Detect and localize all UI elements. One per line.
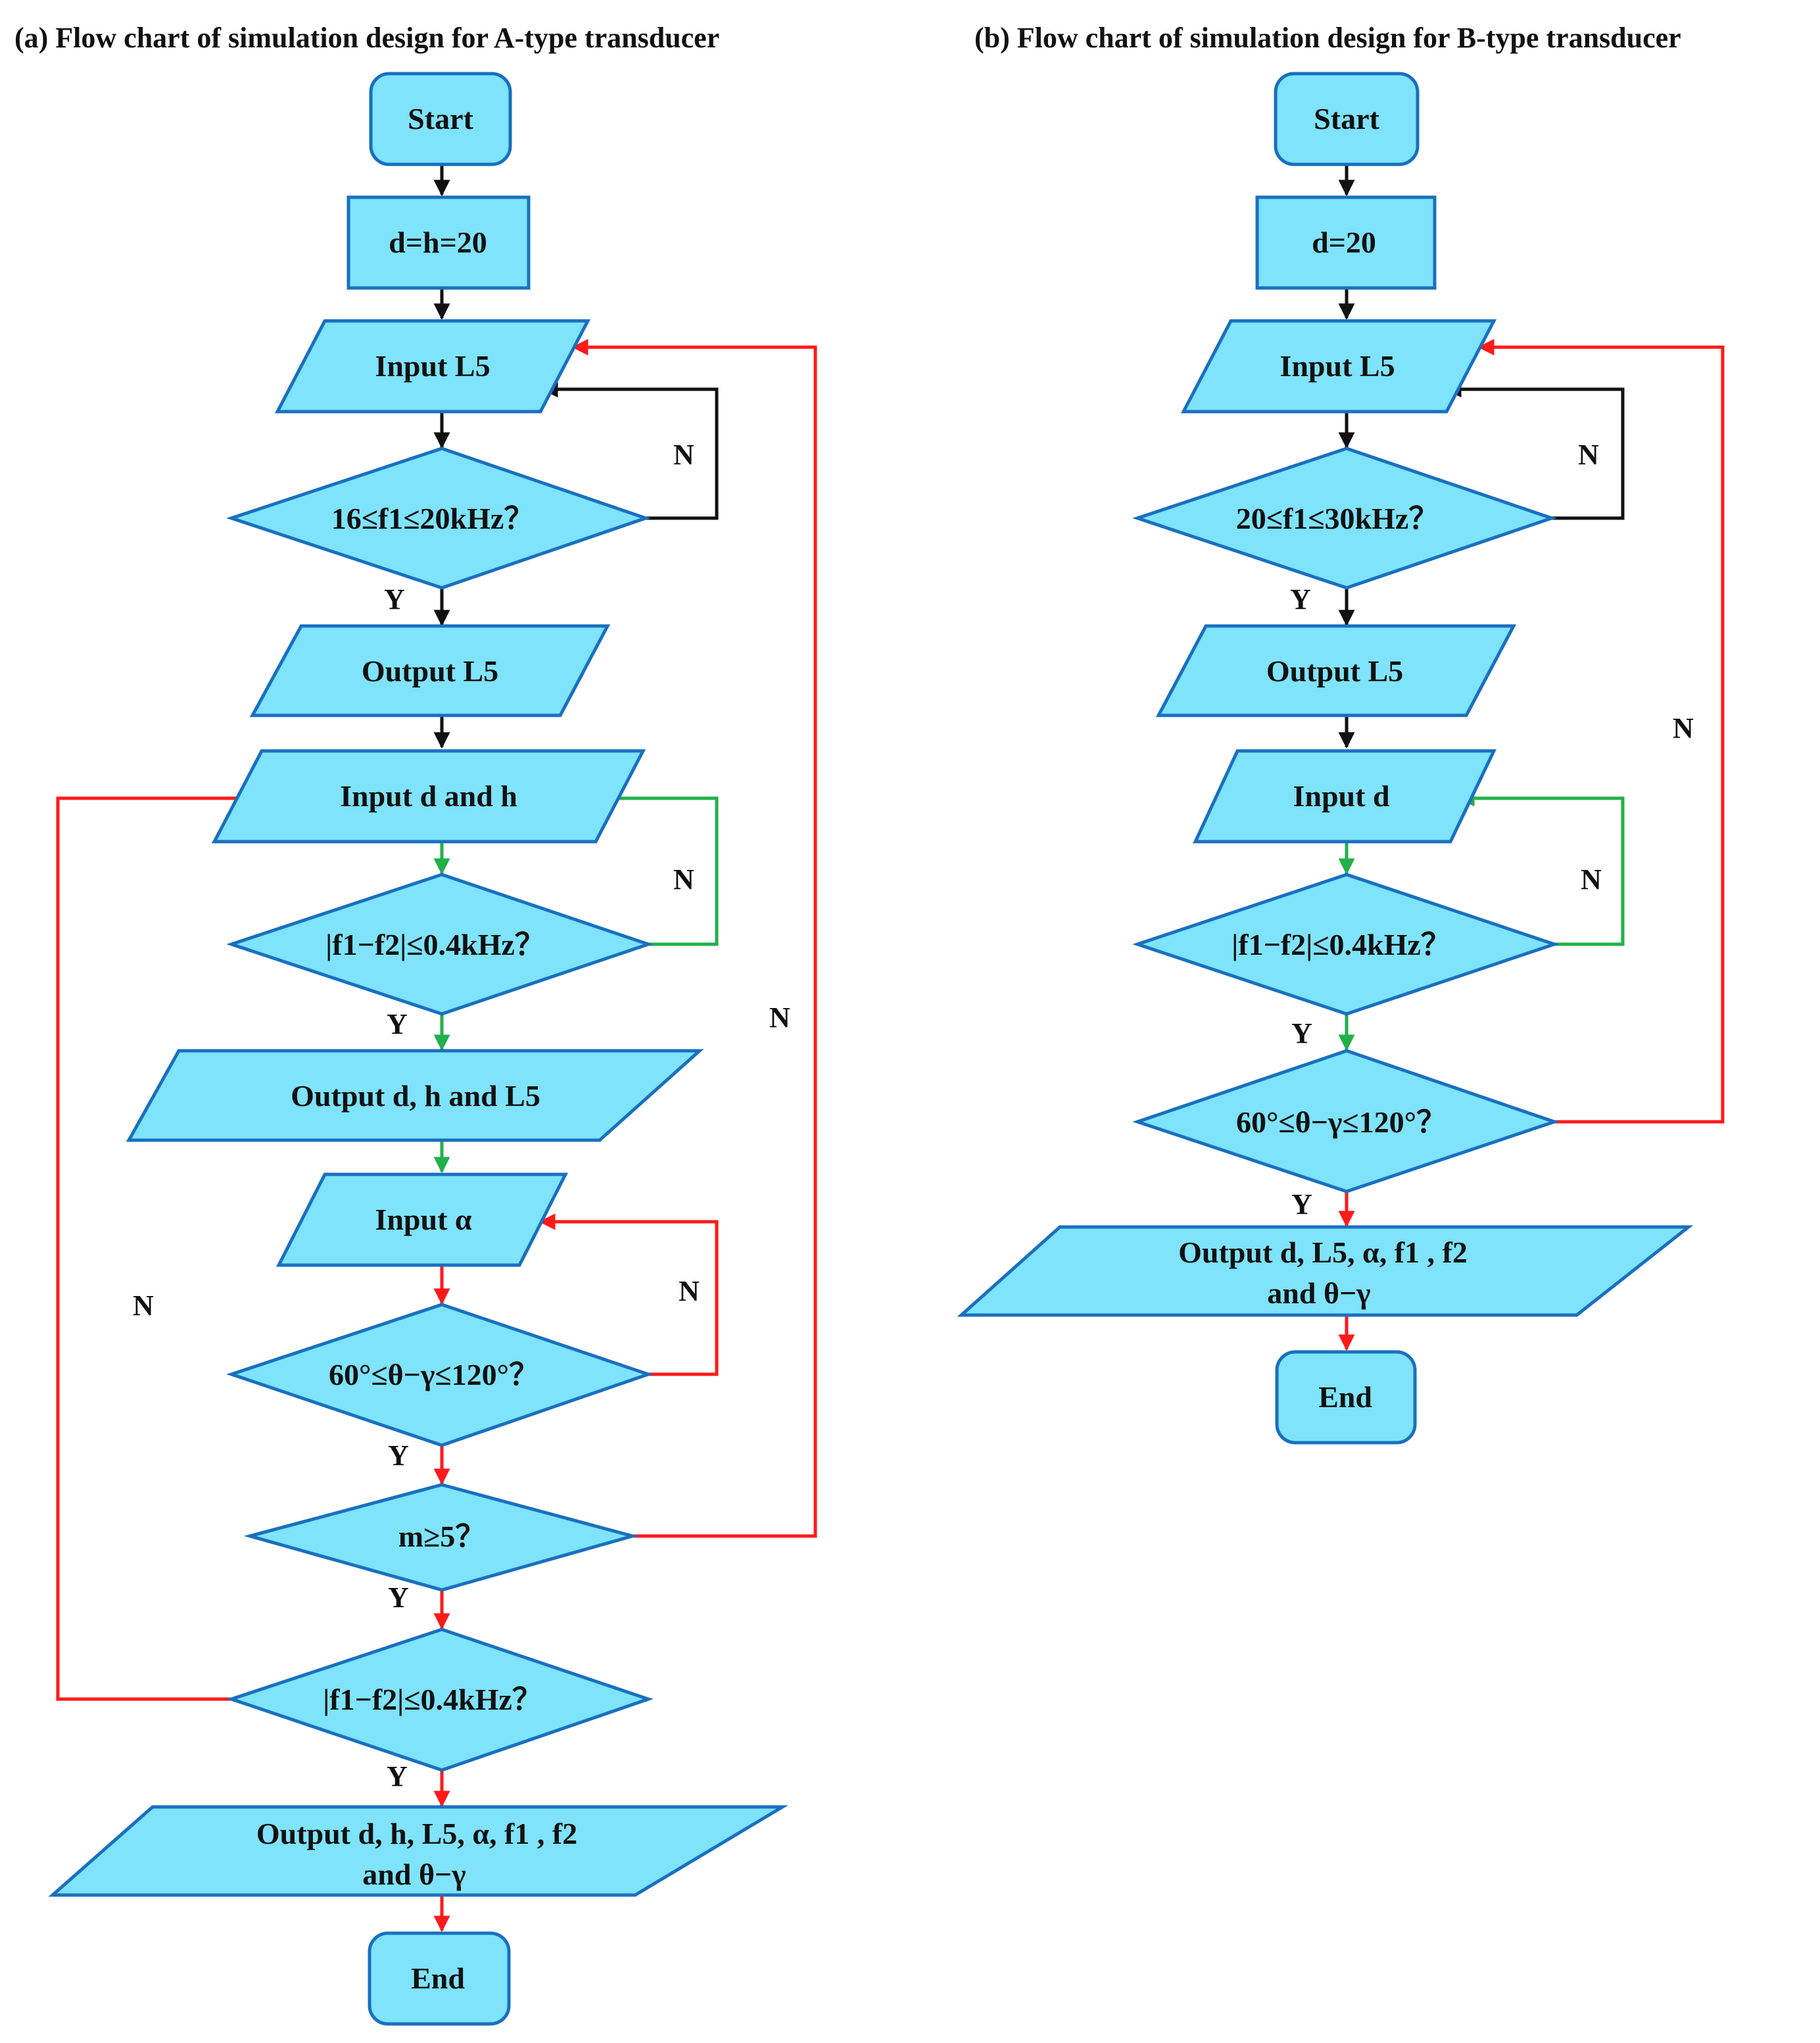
panel-b-output-l5-text: Output L5 (1266, 654, 1403, 688)
panel-a: (a) Flow chart of simulation design for … (14, 22, 817, 2026)
panel-a-start-text: Start (408, 102, 473, 135)
loop-cond-f1-no (541, 381, 719, 520)
loop-cond-angle-no (539, 1213, 719, 1376)
panel-b-output-all-io (957, 1225, 1694, 1317)
panel-a-input-dh-text: Input d and h (340, 779, 517, 813)
panel-b-init-process (1255, 195, 1437, 290)
loop-b-cond-f1-no (1445, 381, 1625, 520)
panel-a-input-alpha-text: Input α (375, 1203, 471, 1236)
panel-a-output-all-io (48, 1805, 789, 1897)
panel-a-connectors-red (56, 339, 817, 1933)
panel-a-start-terminal (369, 72, 512, 166)
panel-a-label-y3: Y (388, 1439, 409, 1472)
panel-a-init-text: d=h=20 (389, 226, 487, 259)
panel-b-connectors-black (1338, 164, 1625, 749)
panel-a-connectors-green (433, 790, 719, 1174)
panel-b-cond-df-decision (1132, 873, 1560, 1016)
panel-b-start-terminal (1274, 72, 1420, 166)
panel-a-cond-m-decision (243, 1483, 639, 1592)
panel-b-init-text: d=20 (1312, 226, 1376, 259)
panel-b-label-y1: Y (1290, 583, 1311, 615)
panel-b-input-l5-io (1180, 319, 1497, 414)
panel-a-label-n5: N (133, 1289, 154, 1322)
panel-a-label-n4: N (769, 1001, 790, 1034)
panel-a-cond-df-text: |f1−f2|≤0.4kHz？ (325, 928, 545, 961)
panel-a-title: (a) Flow chart of simulation design for … (14, 22, 719, 54)
panel-a-init-process (347, 195, 531, 290)
panel-a-cond-df2-text: |f1−f2|≤0.4kHz？ (323, 1683, 542, 1716)
panel-a-input-dh-io (211, 749, 646, 844)
panel-b-end-terminal (1275, 1350, 1417, 1445)
panel-a-node-labels: Start d=h=20 Input L5 16≤f1≤20kHz？ Outpu… (256, 102, 577, 1995)
panel-b-label-y3: Y (1291, 1188, 1312, 1220)
panel-a-output-l5-text: Output L5 (362, 654, 498, 688)
panel-a-output-l5-io (249, 624, 611, 717)
panel-a-cond-f1-text: 16≤f1≤20kHz？ (331, 502, 535, 535)
loop-cond-m-no (571, 339, 817, 1538)
panel-a-label-y4: Y (388, 1581, 409, 1614)
loop-cond-df-no (594, 790, 719, 946)
panel-a-label-y2: Y (387, 1008, 408, 1040)
panel-b-label-n2: N (1581, 863, 1602, 896)
panel-a-cond-m-text: m≥5？ (398, 1520, 486, 1553)
panel-a-label-n3: N (679, 1275, 700, 1307)
panel-b-input-d-io (1193, 749, 1497, 844)
loop-b-cond-df-no (1458, 790, 1625, 946)
panel-b-node-labels: Start d=20 Input L5 20≤f1≤30kHz？ Output … (1178, 102, 1468, 1414)
panel-a-label-y5: Y (387, 1760, 408, 1792)
panel-b-cond-f1-decision (1132, 446, 1557, 590)
panel-a-input-l5-io (274, 319, 591, 414)
panel-b-cond-angle-decision (1132, 1049, 1560, 1193)
panel-b: (b) Flow chart of simulation design for … (957, 22, 1725, 1445)
panel-a-input-alpha-io (275, 1172, 569, 1267)
panel-b-cond-df-text: |f1−f2|≤0.4kHz？ (1232, 928, 1451, 961)
panel-a-input-l5-text: Input L5 (375, 349, 490, 383)
panel-b-end-text: End (1318, 1380, 1372, 1414)
panel-a-cond-df-decision (226, 873, 654, 1016)
panel-b-output-all-text-line1: Output d, L5, α, f1 , f2 (1178, 1236, 1468, 1269)
panel-a-cond-df2-decision (226, 1627, 654, 1772)
panel-b-branch-labels: N Y N Y N Y (1290, 439, 1694, 1220)
panel-a-cond-f1-decision (226, 446, 651, 590)
panel-a-end-terminal (368, 1931, 511, 2026)
panel-b-connectors-green (1338, 790, 1625, 1051)
panel-b-output-all-text-line2: and θ−γ (1267, 1276, 1370, 1310)
panel-b-label-n1: N (1578, 439, 1599, 471)
panel-b-input-d-text: Input d (1293, 779, 1389, 813)
panel-a-output-all-text-line2: and θ−γ (362, 1858, 466, 1891)
panel-b-title: (b) Flow chart of simulation design for … (974, 22, 1681, 54)
loop-cond-df2-no (56, 790, 260, 1701)
panel-a-label-y1: Y (384, 583, 405, 615)
panel-b-label-n3: N (1673, 712, 1694, 744)
panel-b-cond-angle-text: 60°≤θ−γ≤120°？ (1236, 1105, 1447, 1139)
panel-b-input-l5-text: Input L5 (1280, 349, 1395, 383)
panel-a-cond-angle-text: 60°≤θ−γ≤120°？ (329, 1358, 539, 1391)
panel-a-output-dhl5-io (126, 1049, 704, 1142)
panel-a-cond-angle-decision (226, 1303, 654, 1447)
panel-a-end-text: End (411, 1961, 465, 1995)
panel-b-start-text: Start (1314, 102, 1379, 135)
panel-a-connectors-black (433, 164, 719, 749)
loop-b-cond-angle-no (1477, 339, 1725, 1124)
panel-a-branch-labels: N Y N Y N Y N Y N Y (133, 439, 790, 1792)
panel-b-cond-f1-text: 20≤f1≤30kHz？ (1236, 502, 1439, 535)
panel-b-label-y2: Y (1291, 1017, 1312, 1049)
panel-a-label-n2: N (673, 863, 694, 896)
panel-b-output-l5-io (1155, 624, 1517, 717)
panel-a-output-dhl5-text: Output d, h and L5 (291, 1079, 540, 1113)
panel-a-output-all-text-line1: Output d, h, L5, α, f1 , f2 (256, 1817, 577, 1850)
panel-a-label-n1: N (673, 439, 694, 471)
panel-b-connectors-red (1338, 339, 1725, 1351)
